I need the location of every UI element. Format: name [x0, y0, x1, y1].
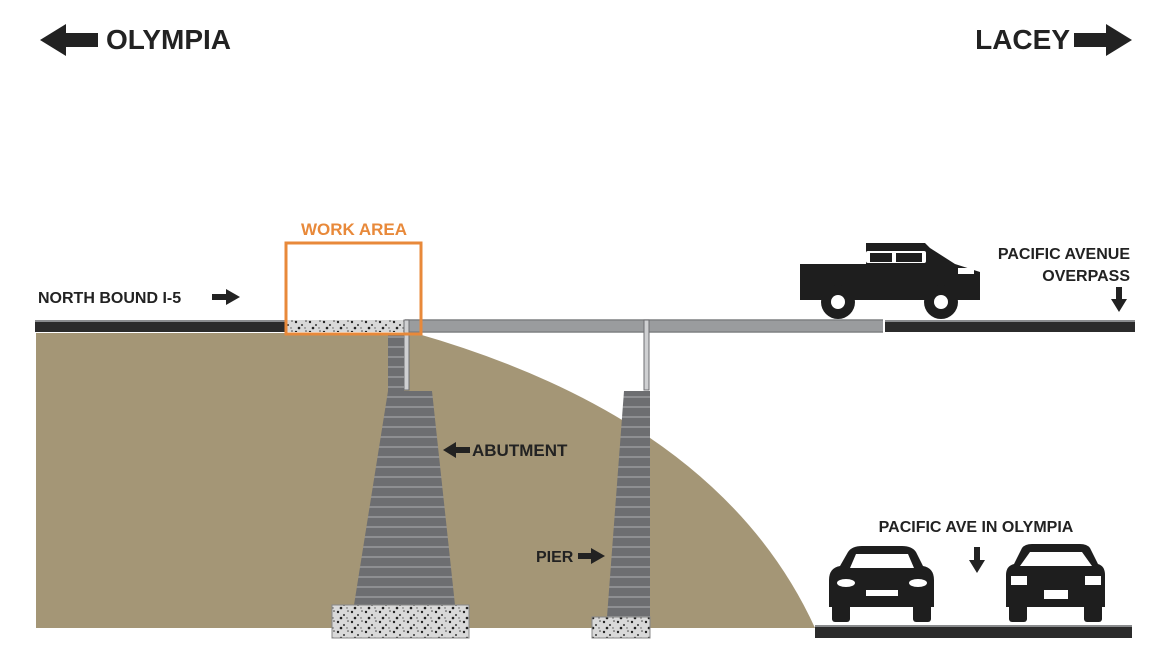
pier-footing: [591, 616, 651, 639]
abutment-label: ABUTMENT: [472, 441, 568, 460]
arrow-left-icon: [40, 24, 98, 56]
i5-road: [35, 320, 287, 332]
pier-label: PIER: [536, 549, 574, 566]
abutment-post: [403, 319, 410, 391]
pier-post: [643, 319, 650, 391]
car-rear-icon: [1006, 544, 1105, 622]
direction-right-label: LACEY: [975, 24, 1070, 55]
abutment-neck: [388, 333, 404, 391]
direction-right: LACEY: [975, 24, 1132, 56]
arrow-left-icon: [443, 442, 470, 458]
direction-left-label: OLYMPIA: [106, 24, 231, 55]
arrow-right-icon: [212, 289, 240, 305]
overpass-label-line2: OVERPASS: [1042, 268, 1130, 285]
pier: [607, 391, 650, 617]
north-bound-label: NORTH BOUND I-5: [38, 290, 181, 307]
direction-left: OLYMPIA: [40, 24, 231, 56]
overpass-label-line1: PACIFIC AVENUE: [998, 246, 1130, 263]
work-area-slab: [287, 320, 405, 332]
pacific-ave-road: [815, 625, 1132, 638]
pacific-ave-label: PACIFIC AVE IN OLYMPIA: [879, 519, 1074, 536]
arrow-right-icon: [578, 548, 605, 564]
work-area-box: [284, 241, 423, 336]
pickup-truck-icon: [800, 243, 980, 319]
arrow-down-icon: [969, 547, 985, 573]
arrow-right-icon: [1074, 24, 1132, 56]
abutment: [354, 391, 455, 605]
abutment-footing: [331, 604, 470, 639]
overpass-road-right: [885, 320, 1135, 332]
arrow-down-icon: [1111, 287, 1127, 312]
car-front-icon: [829, 546, 934, 622]
work-area-label: WORK AREA: [301, 220, 407, 239]
